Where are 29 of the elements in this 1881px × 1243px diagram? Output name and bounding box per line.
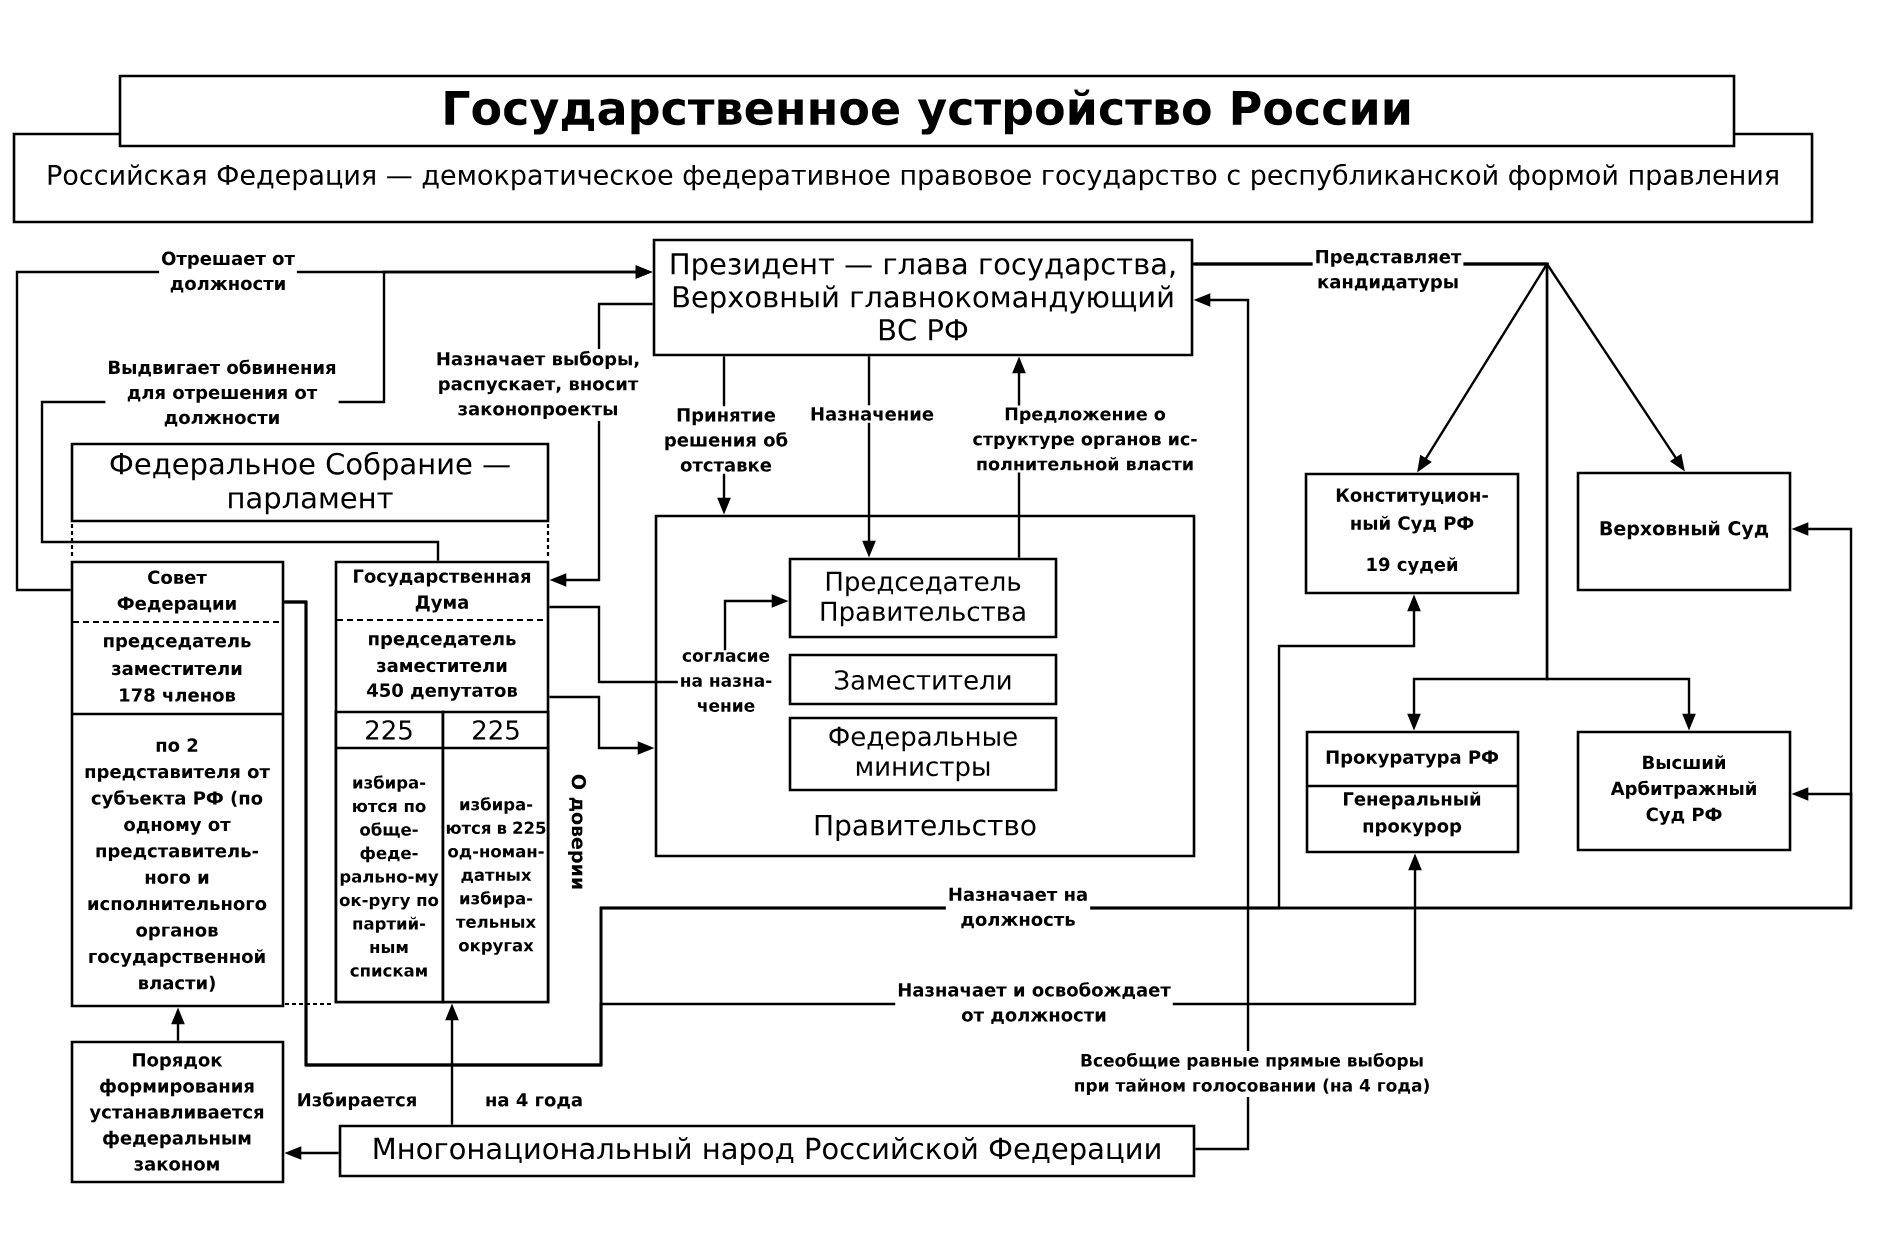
title-box: Государственное устройство России	[118, 74, 1736, 148]
text-box: Федеральные министры	[788, 716, 1058, 792]
section-box: Совет Федерации председатель заместители 178 членов по 2 представителя от субъекта РФ (по одному от представитель-ного и исполнительного органов государственной власти)	[70, 560, 285, 1008]
edge-label: Назначает выборы, распускает, вносит законопроекты	[433, 349, 643, 421]
edge-label: О доверии	[566, 771, 589, 893]
text-box: Верховный Суд	[1576, 471, 1792, 592]
edge-label: Всеобщие равные прямые выборы при тайном голосовании (на 4 года)	[1071, 1051, 1433, 1097]
edge-label: согласие на назна-чение	[677, 650, 775, 714]
text-box: Порядок формирования устанавливается федеральным законом	[70, 1040, 285, 1184]
column-cell: 225 избира-ются в 225 од-номан-датных избира-тельных округах	[441, 710, 550, 1004]
edge-label: Представляет кандидатуры	[1312, 248, 1464, 294]
text-box: Председатель Правительства	[788, 557, 1058, 639]
edge-label: Назначает и освобождает от должности	[895, 980, 1173, 1026]
text-box: Президент — глава государства, Верховный главнокомандующий ВС РФ	[652, 238, 1194, 357]
text-box: Заместители	[788, 653, 1058, 706]
edge-label: Отрешает от должности	[159, 249, 297, 295]
edge-label: Назначает на должность	[945, 885, 1091, 931]
text-box: Конституцион-ный Суд РФ 19 судей	[1304, 472, 1520, 595]
edge-label: Предложение о структуре органов ис-полнительной власти	[970, 405, 1200, 473]
edge-label: Принятие решения об отставке	[661, 406, 791, 474]
edge-label: Назначение	[807, 405, 937, 423]
text-box: Федеральное Собрание — парламент	[70, 442, 550, 523]
text-box: Многонациональный народ Российской Федерации	[338, 1124, 1196, 1178]
text-box: Высший Арбитражный Суд РФ	[1576, 730, 1792, 852]
column-cell: 225 избира-ются по обще-феде-рально-му ок-ругу по партий-ным спискам	[334, 710, 445, 1004]
section-box: Прокуратура РФ Генеральный прокурор	[1305, 730, 1520, 854]
edge-label: Избирается	[294, 1090, 420, 1112]
arrow-label: на 4 года	[486, 1093, 582, 1109]
edge-label: Выдвигает обвинения для отрешения от должности	[105, 357, 339, 429]
